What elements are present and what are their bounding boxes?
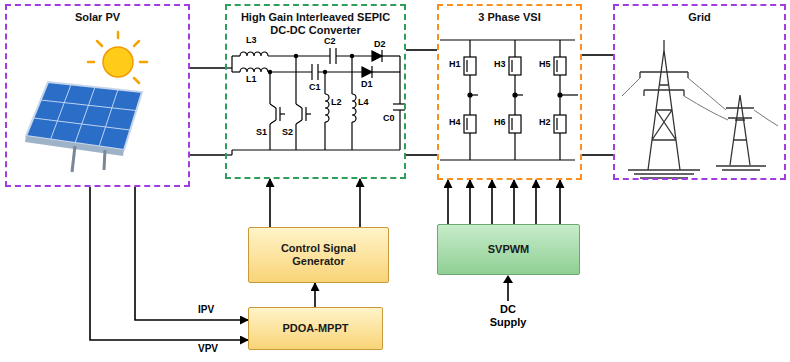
component-label: L2 [331,98,342,108]
component-label: H5 [539,60,551,70]
panel-heading: High Gain Interleaved SEPIC DC-DC Conver… [227,6,404,36]
connector [469,180,471,224]
connector [582,154,613,156]
connector [90,187,248,340]
inverter-bridge [440,40,578,160]
connector [135,187,248,320]
connector [359,179,361,227]
connector [190,67,225,69]
panel-heading: 3 Phase VSI [439,6,580,24]
connector [314,283,316,307]
box-label: PDOA-MPPT [277,320,355,337]
connector [513,180,515,224]
box-label: SVPWM [482,241,536,258]
connector [535,180,537,224]
process-box: SVPWM [437,224,580,275]
component-label: H4 [449,118,461,128]
process-box: Control Signal Generator [248,227,389,283]
solar-panel-icon [25,32,147,172]
supply-label: DC Supply [485,303,531,328]
signal-label: VPV [196,343,220,355]
grid-panel: Grid [613,4,786,180]
connector [269,179,271,227]
connector [190,154,225,156]
connector [491,180,493,224]
transmission-towers [622,40,778,178]
component-label: D1 [361,80,373,90]
box-label: Control Signal Generator [249,240,388,270]
inverter-panel: 3 Phase VSI [437,4,582,180]
process-box: PDOA-MPPT [248,307,383,350]
component-label: H1 [449,60,461,70]
connector [406,154,437,156]
connector [559,180,561,224]
component-label: S1 [256,128,267,138]
signal-label: IPV [196,304,216,316]
component-label: C1 [309,83,321,93]
component-label: L1 [246,75,257,85]
component-label: H6 [494,118,506,128]
dc-supply-arrow [503,275,513,301]
connector [406,49,437,51]
component-label: L4 [358,98,369,108]
panel-heading: Solar PV [7,6,188,24]
sepic-circuit [226,48,408,155]
panel-heading: Grid [615,6,784,24]
connector [447,180,449,224]
component-label: C2 [324,37,336,47]
component-label: L3 [246,36,257,46]
component-label: D2 [374,40,386,50]
solar-pv-panel: Solar PV [5,4,190,187]
component-label: H2 [539,118,551,128]
component-label: C0 [383,114,395,124]
connector [582,54,613,56]
component-label: S2 [282,128,293,138]
component-label: H3 [494,60,506,70]
